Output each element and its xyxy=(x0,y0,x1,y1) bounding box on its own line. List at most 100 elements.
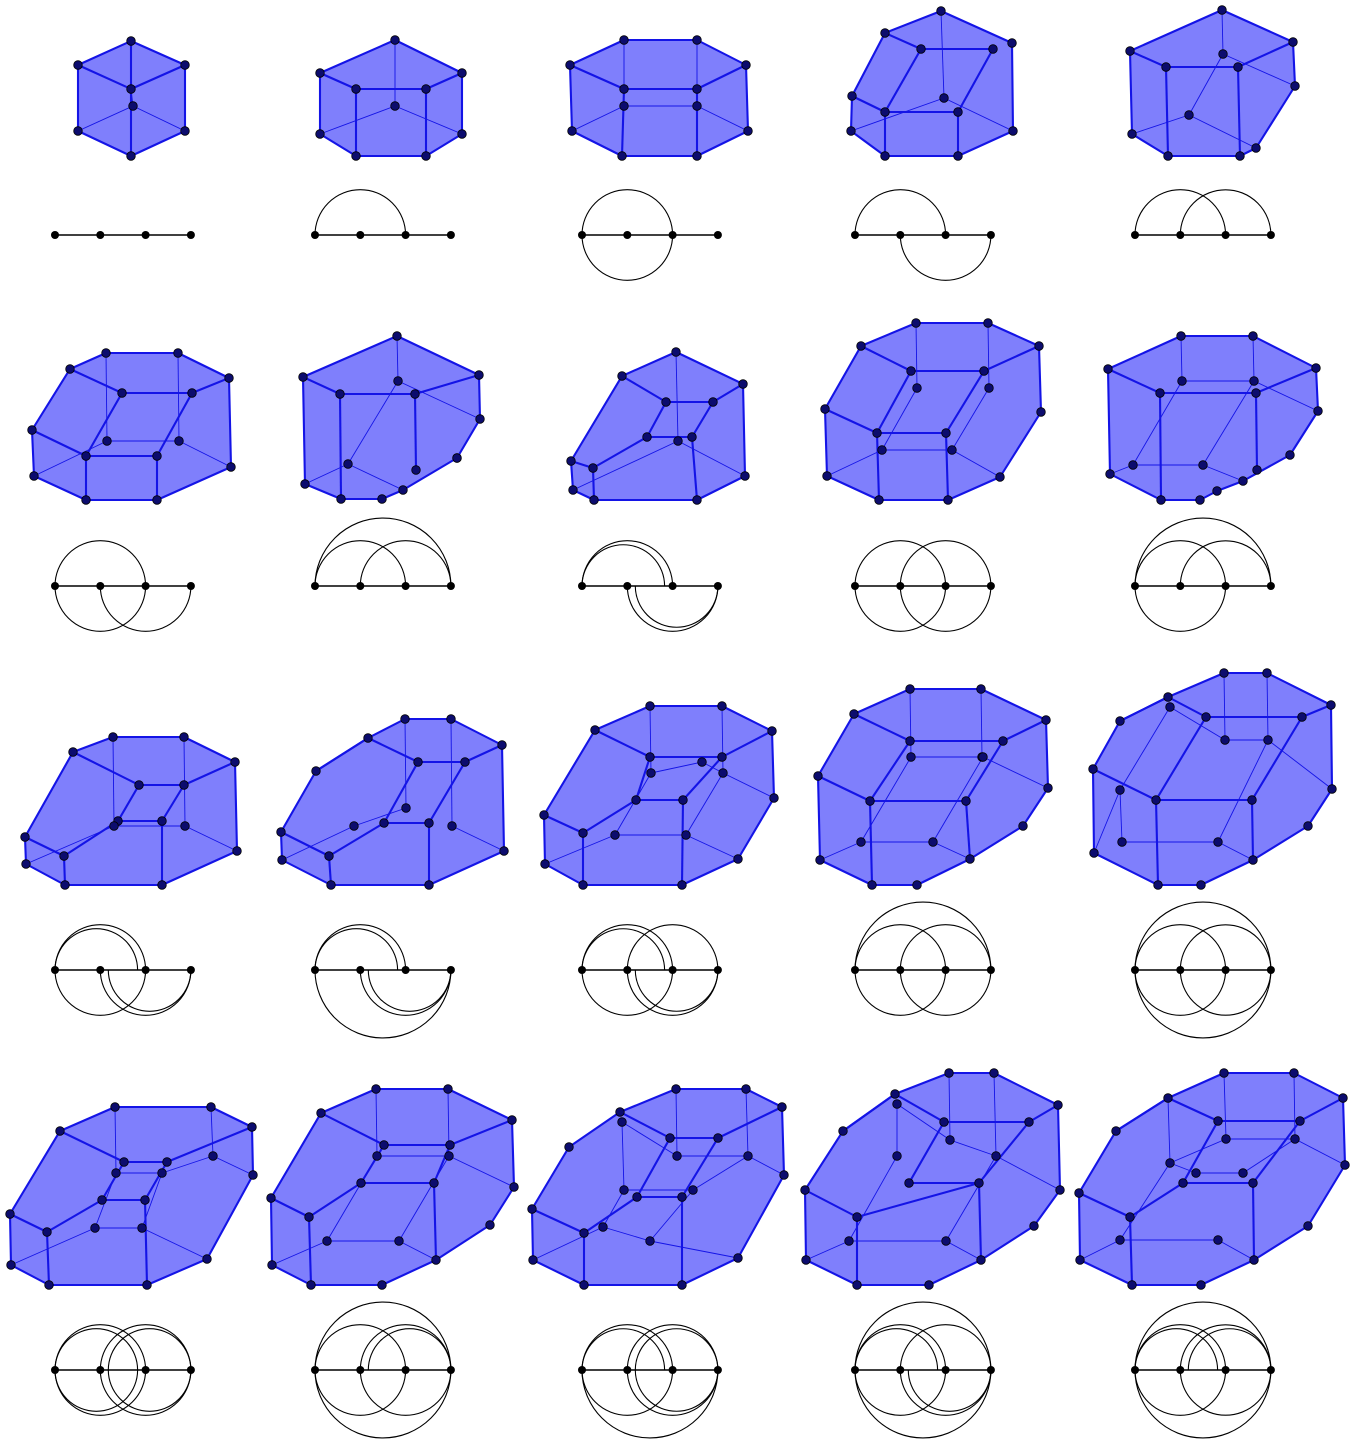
chord-arc xyxy=(627,586,718,631)
polytope-vertex xyxy=(1314,407,1323,416)
polytope-vertex xyxy=(316,130,325,139)
polytope-vertex xyxy=(1239,1169,1248,1178)
polytope-vertex xyxy=(448,822,457,831)
polytope-vertex xyxy=(120,1158,129,1167)
polytope-vertex xyxy=(878,446,887,455)
polytope-vertex xyxy=(74,61,83,70)
polytope-vertex xyxy=(954,108,963,117)
chord-arc xyxy=(582,190,673,235)
polytope-vertex xyxy=(138,1224,147,1233)
polytope-vertex xyxy=(1250,1256,1259,1265)
diagram-point xyxy=(669,1366,677,1374)
polytope-vertex xyxy=(666,1134,675,1143)
polytope-vertex xyxy=(1214,1236,1223,1245)
polytope-vertex xyxy=(1030,1222,1039,1231)
diagram-point xyxy=(851,1366,859,1374)
polytope-vertex xyxy=(1197,881,1206,890)
polytope-vertex xyxy=(372,1085,381,1094)
diagram-point xyxy=(1267,231,1275,239)
polytope-vertex xyxy=(323,1237,332,1246)
polytope-vertex xyxy=(350,822,359,831)
polytope-vertex xyxy=(620,36,629,45)
polytope-vertex xyxy=(1118,838,1127,847)
chord-arc xyxy=(855,190,946,235)
polytope-vertex xyxy=(646,753,655,762)
polytope-vertex xyxy=(249,1171,258,1180)
polytope-vertex xyxy=(1248,796,1257,805)
polytope-vertex xyxy=(989,45,998,54)
diagram-point xyxy=(896,966,904,974)
polytope-vertex xyxy=(1185,111,1194,120)
polytope-16 xyxy=(6,1103,258,1290)
polytope-vertex xyxy=(693,496,702,505)
polytope-vertex xyxy=(1253,466,1262,475)
polytope-vertex xyxy=(678,1193,687,1202)
polytope-vertex xyxy=(739,380,748,389)
polytope-vertex xyxy=(344,460,353,469)
polytope-vertex xyxy=(327,881,336,890)
chord-diagram-13 xyxy=(578,925,722,1016)
diagram-point xyxy=(96,582,104,590)
polytope-6 xyxy=(28,349,236,505)
polytope-vertex xyxy=(312,767,321,776)
polytope-vertex xyxy=(1291,82,1300,91)
polytope-vertex xyxy=(127,37,136,46)
polytope-vertex xyxy=(127,152,136,161)
polytope-vertex xyxy=(267,1194,276,1203)
chord-arc xyxy=(582,545,665,586)
polytope-vertex xyxy=(233,847,242,856)
chord-diagram-10 xyxy=(1131,518,1275,631)
polytope-vertex xyxy=(1249,332,1258,341)
polytope-face xyxy=(25,737,237,885)
polytope-vertex xyxy=(7,1261,16,1270)
polytope-vertex xyxy=(962,797,971,806)
polytope-vertex xyxy=(528,1205,537,1214)
polytope-vertex xyxy=(1116,786,1125,795)
polytope-vertex xyxy=(633,1193,642,1202)
chord-arc xyxy=(315,1370,451,1438)
polytope-vertex xyxy=(996,473,1005,482)
polytope-vertex xyxy=(498,741,507,750)
polytope-12 xyxy=(277,715,509,890)
diagram-point xyxy=(623,966,631,974)
chord-arc xyxy=(55,925,146,970)
polytope-vertex xyxy=(1304,1222,1313,1231)
polytope-vertex xyxy=(1090,849,1099,858)
polytope-vertex xyxy=(1289,38,1298,47)
diagram-point xyxy=(96,231,104,239)
polytope-vertex xyxy=(395,1237,404,1246)
polytope-face xyxy=(271,1089,514,1285)
polytope-vertex xyxy=(181,61,190,70)
polytope-vertex xyxy=(337,495,346,504)
polytope-vertex xyxy=(845,1237,854,1246)
polytope-vertex xyxy=(181,127,190,136)
polytope-vertex xyxy=(1042,716,1051,725)
chord-arc xyxy=(1135,586,1226,631)
polytope-vertex xyxy=(153,452,162,461)
chord-arc xyxy=(108,1329,191,1370)
polytope-vertex xyxy=(678,881,687,890)
polytope-vertex xyxy=(393,332,402,341)
chord-arc xyxy=(582,541,673,586)
polytope-vertex xyxy=(940,1118,949,1127)
diagram-point xyxy=(578,582,586,590)
polytope-vertex xyxy=(61,881,70,890)
diagram-point xyxy=(851,966,859,974)
polytope-vertex xyxy=(364,734,373,743)
polytope-vertex xyxy=(1218,6,1227,15)
polytope-vertex xyxy=(1213,487,1222,496)
chord-diagram-8 xyxy=(578,541,722,632)
chord-arc xyxy=(315,190,406,235)
polytope-vertex xyxy=(801,1186,810,1195)
polytope-vertex xyxy=(905,1179,914,1188)
polytope-vertex xyxy=(569,486,578,495)
diagram-point xyxy=(1131,231,1139,239)
polytope-vertex xyxy=(611,831,620,840)
chord-diagram-7 xyxy=(311,518,455,590)
polytope-vertex xyxy=(816,856,825,865)
polytope-2 xyxy=(316,36,467,161)
polytope-7 xyxy=(299,332,485,504)
polytope-vertex xyxy=(378,495,387,504)
polytope-vertex xyxy=(693,152,702,161)
polytope-face xyxy=(1093,673,1332,885)
